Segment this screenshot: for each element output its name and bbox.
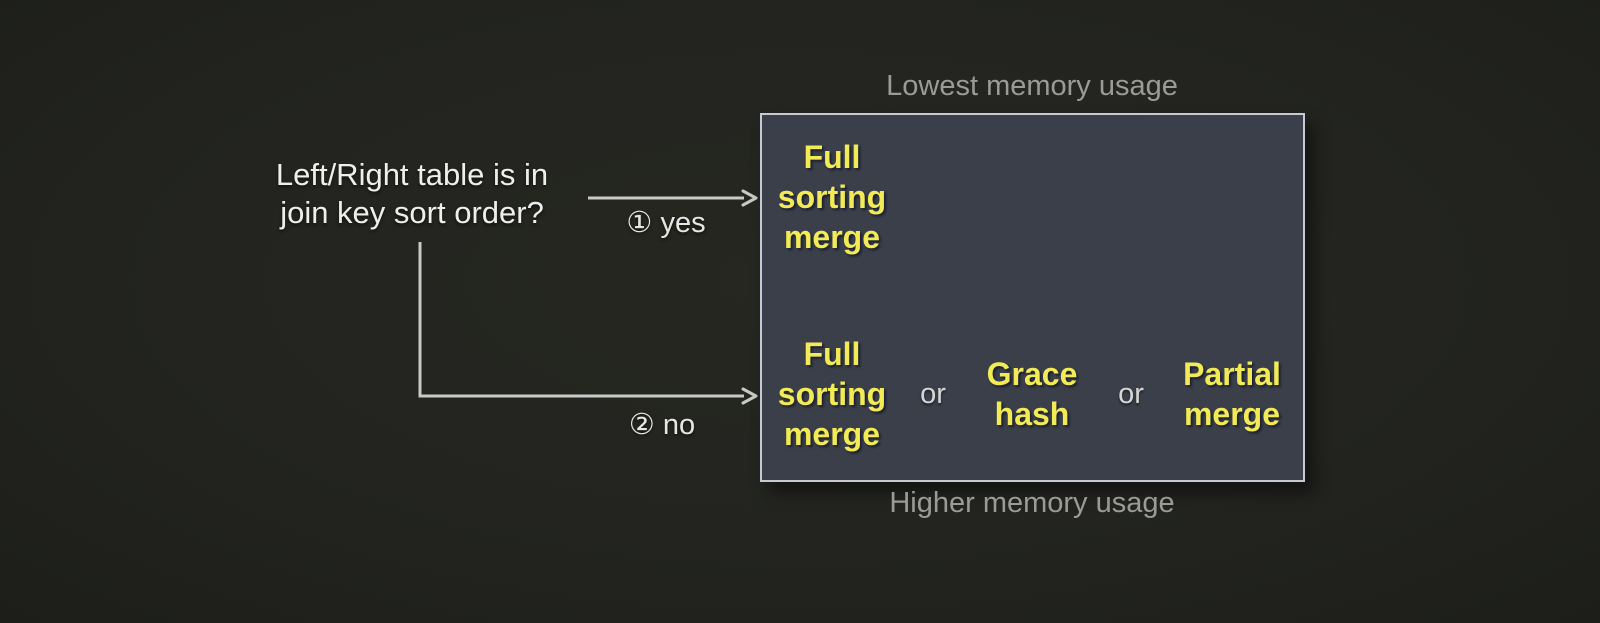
- algorithm-full-sorting-merge-unsorted: Full sorting merge: [777, 336, 887, 452]
- branch-yes-label: ① yes: [626, 207, 706, 239]
- algorithm-full-sorting-merge-sorted: Full sorting merge: [777, 139, 887, 255]
- or-separator-1: or: [920, 378, 946, 410]
- higher-memory-caption: Higher memory usage: [889, 487, 1175, 519]
- or-separator-2: or: [1118, 378, 1144, 410]
- no-elbow-arrow: [418, 242, 758, 405]
- question-text: Left/Right table is in join key sort ord…: [240, 156, 584, 232]
- algorithm-partial-merge: Partial merge: [1183, 356, 1281, 432]
- question-line-1: Left/Right table is in: [275, 157, 549, 192]
- algorithm-box: Full sorting merge Full sorting merge or…: [760, 113, 1305, 482]
- algorithm-grace-hash: Grace hash: [986, 356, 1078, 432]
- question-line-2: join key sort order?: [280, 195, 544, 230]
- lowest-memory-caption: Lowest memory usage: [886, 70, 1178, 102]
- branch-no-label: ② no: [628, 409, 696, 441]
